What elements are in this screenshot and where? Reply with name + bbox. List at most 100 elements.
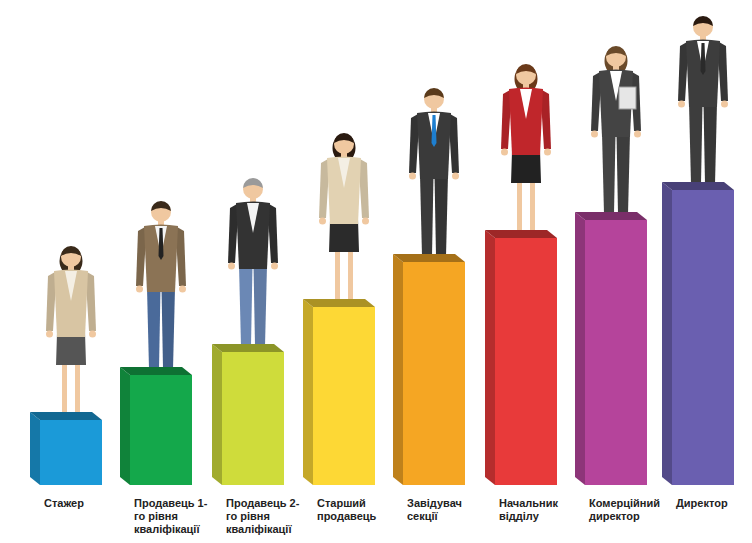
position-label: Директор [676,497,748,510]
trouser-leg [704,103,718,184]
hand [89,331,96,338]
person-figure [228,178,278,350]
hand [362,218,369,225]
level-bar: Комерційний директор [575,212,647,485]
shirt [520,89,532,119]
hand [544,149,551,156]
bar-top [120,367,192,375]
hand [678,101,685,108]
bar-top [485,230,557,238]
hair [243,178,263,188]
hair [424,88,444,98]
bar-side [120,367,130,485]
jacket [54,270,88,338]
hair [606,46,626,56]
tie [701,43,706,75]
head [693,17,713,37]
hair [61,246,81,256]
bar-front [403,262,465,485]
hair [334,133,354,143]
leg [348,250,353,301]
bar-side [393,254,403,485]
person-figure [678,16,728,188]
hand [634,131,641,138]
hand [452,173,459,180]
hair [151,201,171,211]
skirt [511,151,541,183]
position-label: Начальник відділу [499,497,583,523]
bar-shape [662,182,734,485]
leg [75,363,80,414]
level-bar: Продавець 1-го рівня кваліфікації [120,367,192,485]
bar-front [672,190,734,485]
bar-front [313,307,375,485]
bar-top [575,212,647,220]
head [151,202,171,222]
bar-side [303,299,313,485]
head [61,247,81,267]
person-figure [591,46,641,218]
shirt [65,271,77,301]
bar-shape [575,212,647,485]
bar-top [303,299,375,307]
bar-side [662,182,672,485]
bar-shape [485,230,557,485]
trouser-leg [689,103,703,184]
person-figure [501,64,551,236]
hand [179,286,186,293]
person-figure [46,246,96,418]
trouser-leg [162,288,176,369]
hand [721,101,728,108]
bar-top [30,412,102,420]
bar-side [212,344,222,485]
position-label: Стажер [44,497,128,510]
bar-front [222,352,284,485]
bar-front [495,238,557,485]
trouser-leg [420,175,434,256]
bar-front [585,220,647,485]
bar-top [212,344,284,352]
leg [530,181,535,232]
bar-shape [303,299,375,485]
level-bar: Начальник відділу [485,230,557,485]
trouser-leg [617,133,631,214]
shirt [338,158,350,188]
person-figure [136,201,186,373]
hand [271,263,278,270]
jacket [327,157,361,225]
head [243,179,263,199]
tie [432,115,437,147]
leg [517,181,522,232]
position-label: Комерційний директор [589,497,673,523]
hand [319,218,326,225]
hand [136,286,143,293]
shirt [247,203,259,233]
bar-front [40,420,102,485]
bar-top [393,254,465,262]
head [334,134,354,154]
position-label: Старший продавець [317,497,401,523]
hair [516,64,536,74]
jacket [236,202,270,270]
folder [619,87,636,109]
bar-shape [120,367,192,485]
hand [591,131,598,138]
level-bar: Старший продавець [303,299,375,485]
level-bar: Стажер [30,412,102,485]
bar-top [662,182,734,190]
bar-shape [393,254,465,485]
trouser-leg [602,133,616,214]
jacket [509,88,543,156]
leg [62,363,67,414]
jacket [417,112,451,180]
level-bar: Завідувач секції [393,254,465,485]
position-label: Продавець 1-го рівня кваліфікації [134,497,218,537]
tie [159,228,164,260]
hair [693,16,713,26]
hand [46,331,53,338]
bar-front [130,375,192,485]
bar-shape [30,412,102,485]
trouser-leg [239,265,253,346]
position-label: Продавець 2-го рівня кваліфікації [226,497,310,537]
head [606,47,626,67]
